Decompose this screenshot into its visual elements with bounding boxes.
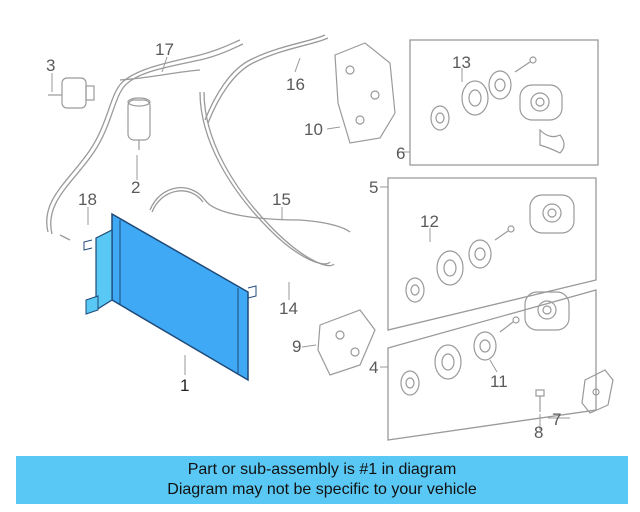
parts-diagram: 1 2 3 4 5 6 7 8 9 10 11 12 13 14 15 16 1…	[46, 34, 614, 442]
callout-11: 11	[490, 372, 508, 391]
callout-16: 16	[286, 75, 305, 94]
condenser-assembly	[83, 212, 257, 382]
banner-line-2: Diagram may not be specific to your vehi…	[167, 481, 477, 498]
callout-15: 15	[272, 190, 291, 209]
group-box-5	[387, 177, 597, 331]
callout-8: 8	[534, 423, 543, 442]
callout-9: 9	[292, 337, 301, 356]
clutch-assembly-11	[400, 291, 570, 396]
callout-3: 3	[46, 56, 55, 75]
callout-6: 6	[396, 144, 405, 163]
callout-14: 14	[279, 299, 298, 318]
callout-12: 12	[420, 212, 439, 231]
callout-4: 4	[369, 358, 378, 377]
callout-18: 18	[78, 190, 97, 209]
group-box-6	[409, 39, 599, 166]
clutch-assembly-12	[405, 194, 575, 303]
callout-13: 13	[452, 53, 471, 72]
callout-7: 7	[552, 410, 561, 429]
leader-lines	[51, 56, 570, 430]
clutch-assembly-13	[430, 56, 565, 154]
compressor-bracket-10	[334, 42, 396, 144]
callout-17: 17	[155, 40, 174, 59]
callout-1: 1	[180, 376, 189, 395]
callout-5: 5	[369, 178, 378, 197]
bolt-8	[535, 389, 545, 412]
callout-2: 2	[131, 178, 140, 197]
bracket-7	[581, 369, 614, 414]
bracket-9	[317, 309, 376, 376]
banner-line-1: Part or sub-assembly is #1 in diagram	[187, 461, 457, 478]
refrigerant-lines	[46, 34, 351, 267]
receiver-drier-2	[127, 97, 151, 150]
pressure-switch-3	[48, 77, 95, 109]
info-banner: Part or sub-assembly is #1 in diagram Di…	[16, 456, 628, 504]
callout-10: 10	[304, 120, 323, 139]
